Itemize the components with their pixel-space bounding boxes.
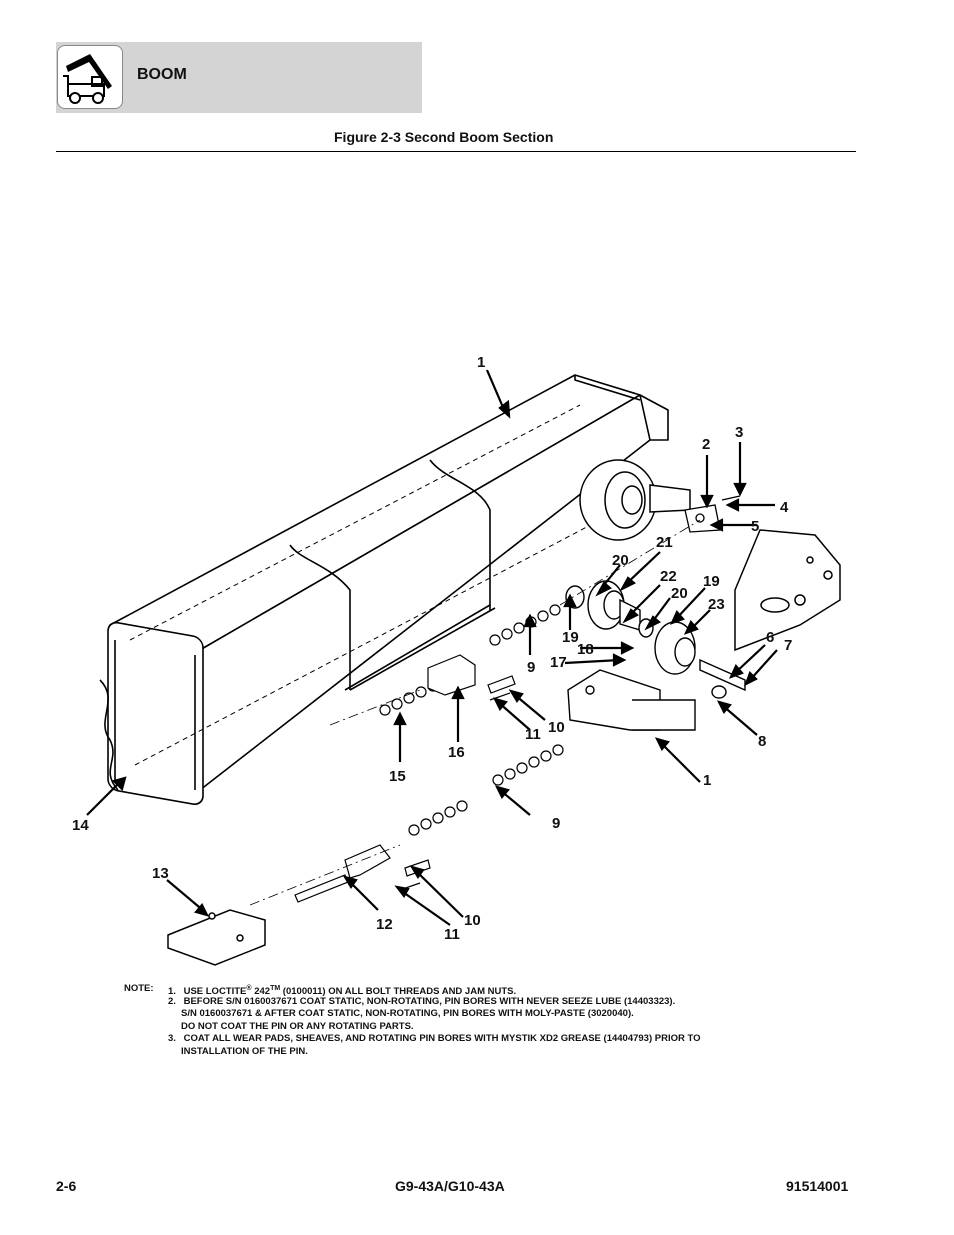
note-2: 2. BEFORE S/N 0160037671 COAT STATIC, NO… [168, 996, 675, 1009]
header-divider [56, 151, 856, 152]
note-label: NOTE: [124, 983, 154, 994]
chain-anchor-block [427, 654, 476, 696]
rod-clevis [344, 844, 391, 879]
threaded-rod [294, 874, 349, 903]
leader-arrows [86, 369, 778, 926]
note-1-trademark: TM [270, 985, 281, 992]
document-number: 91514001 [786, 1178, 849, 1194]
note-3: 3. COAT ALL WEAR PADS, SHEAVES, AND ROTA… [168, 1033, 701, 1046]
note-3-line-2: INSTALLATION OF THE PIN. [181, 1045, 308, 1057]
exploded-view-diagram: 1 2 3 4 5 6 7 8 9 9 10 10 11 11 12 13 14… [72, 354, 841, 966]
callout-9-upper: 9 [527, 659, 535, 676]
note-3-line-1: COAT ALL WEAR PADS, SHEAVES, AND ROTATIN… [183, 1033, 701, 1044]
callout-23: 23 [708, 596, 725, 613]
chain-bottom [408, 800, 468, 836]
callout-14: 14 [72, 817, 89, 834]
callout-1-lower: 1 [703, 772, 711, 789]
callout-11-upper: 11 [525, 726, 541, 743]
sheave-assembly-upper [579, 459, 691, 541]
callout-6: 6 [766, 629, 774, 646]
note-1-text: USE LOCTITE [183, 986, 247, 998]
callout-19-right: 19 [703, 573, 720, 590]
callout-3: 3 [735, 424, 743, 441]
callout-21: 21 [656, 534, 673, 551]
callout-10-lower: 10 [464, 912, 481, 929]
callout-5: 5 [751, 518, 759, 535]
note-2-number: 2. [168, 995, 176, 1007]
note-2-line-1: BEFORE S/N 0160037671 COAT STATIC, NON-R… [183, 995, 676, 1007]
figure-title: Figure 2-3 Second Boom Section [334, 129, 554, 145]
note-1: 1. USE LOCTITE® 242TM (0100011) ON ALL B… [168, 983, 516, 999]
callout-17: 17 [550, 654, 567, 671]
callout-labels: 1 2 3 4 5 6 7 8 9 9 10 10 11 11 12 13 14… [72, 354, 792, 943]
callout-20-left: 20 [612, 552, 629, 569]
note-1-product: 242 [251, 986, 271, 998]
note-2-line-3: DO NOT COAT THE PIN OR ANY ROTATING PART… [181, 1020, 414, 1032]
note-1-registered-mark: ® [246, 985, 252, 992]
callout-2: 2 [702, 436, 710, 453]
callout-18: 18 [577, 641, 594, 658]
page-number: 2-6 [56, 1178, 77, 1194]
note-1-number: 1. [168, 986, 176, 998]
callout-1-upper: 1 [477, 354, 485, 371]
callout-15: 15 [389, 768, 406, 785]
callout-16: 16 [448, 744, 465, 761]
callout-9-lower: 9 [552, 815, 560, 832]
callout-22: 22 [660, 568, 677, 585]
note-1-end: (0100011) ON ALL BOLT THREADS AND JAM NU… [280, 986, 517, 998]
callout-19-left: 19 [562, 629, 579, 646]
callout-11-lower: 11 [444, 926, 460, 943]
model-number: G9-43A/G10-43A [395, 1178, 505, 1194]
chains-and-anchors [294, 604, 564, 903]
callout-7: 7 [784, 637, 792, 654]
callout-10-upper: 10 [548, 719, 565, 736]
callout-13: 13 [152, 865, 169, 882]
center-lines [249, 519, 701, 906]
anchor-bracket [734, 529, 841, 652]
upper-cable-bracket [684, 495, 741, 533]
telehandler-boom-icon [57, 45, 123, 109]
retract-sheave-and-pins [565, 580, 746, 731]
callout-20-right: 20 [671, 585, 688, 602]
note-3-number: 3. [168, 1033, 176, 1044]
callout-8: 8 [758, 733, 766, 750]
section-title: BOOM [137, 66, 187, 83]
chain-pin-upper [487, 675, 516, 694]
second-boom-section [99, 374, 669, 805]
wear-pad-plate [167, 909, 266, 966]
chain-lower [492, 744, 564, 786]
callout-12: 12 [376, 916, 393, 933]
callout-4: 4 [780, 499, 789, 516]
note-2-line-2: S/N 0160037671 & AFTER COAT STATIC, NON-… [181, 1008, 634, 1019]
